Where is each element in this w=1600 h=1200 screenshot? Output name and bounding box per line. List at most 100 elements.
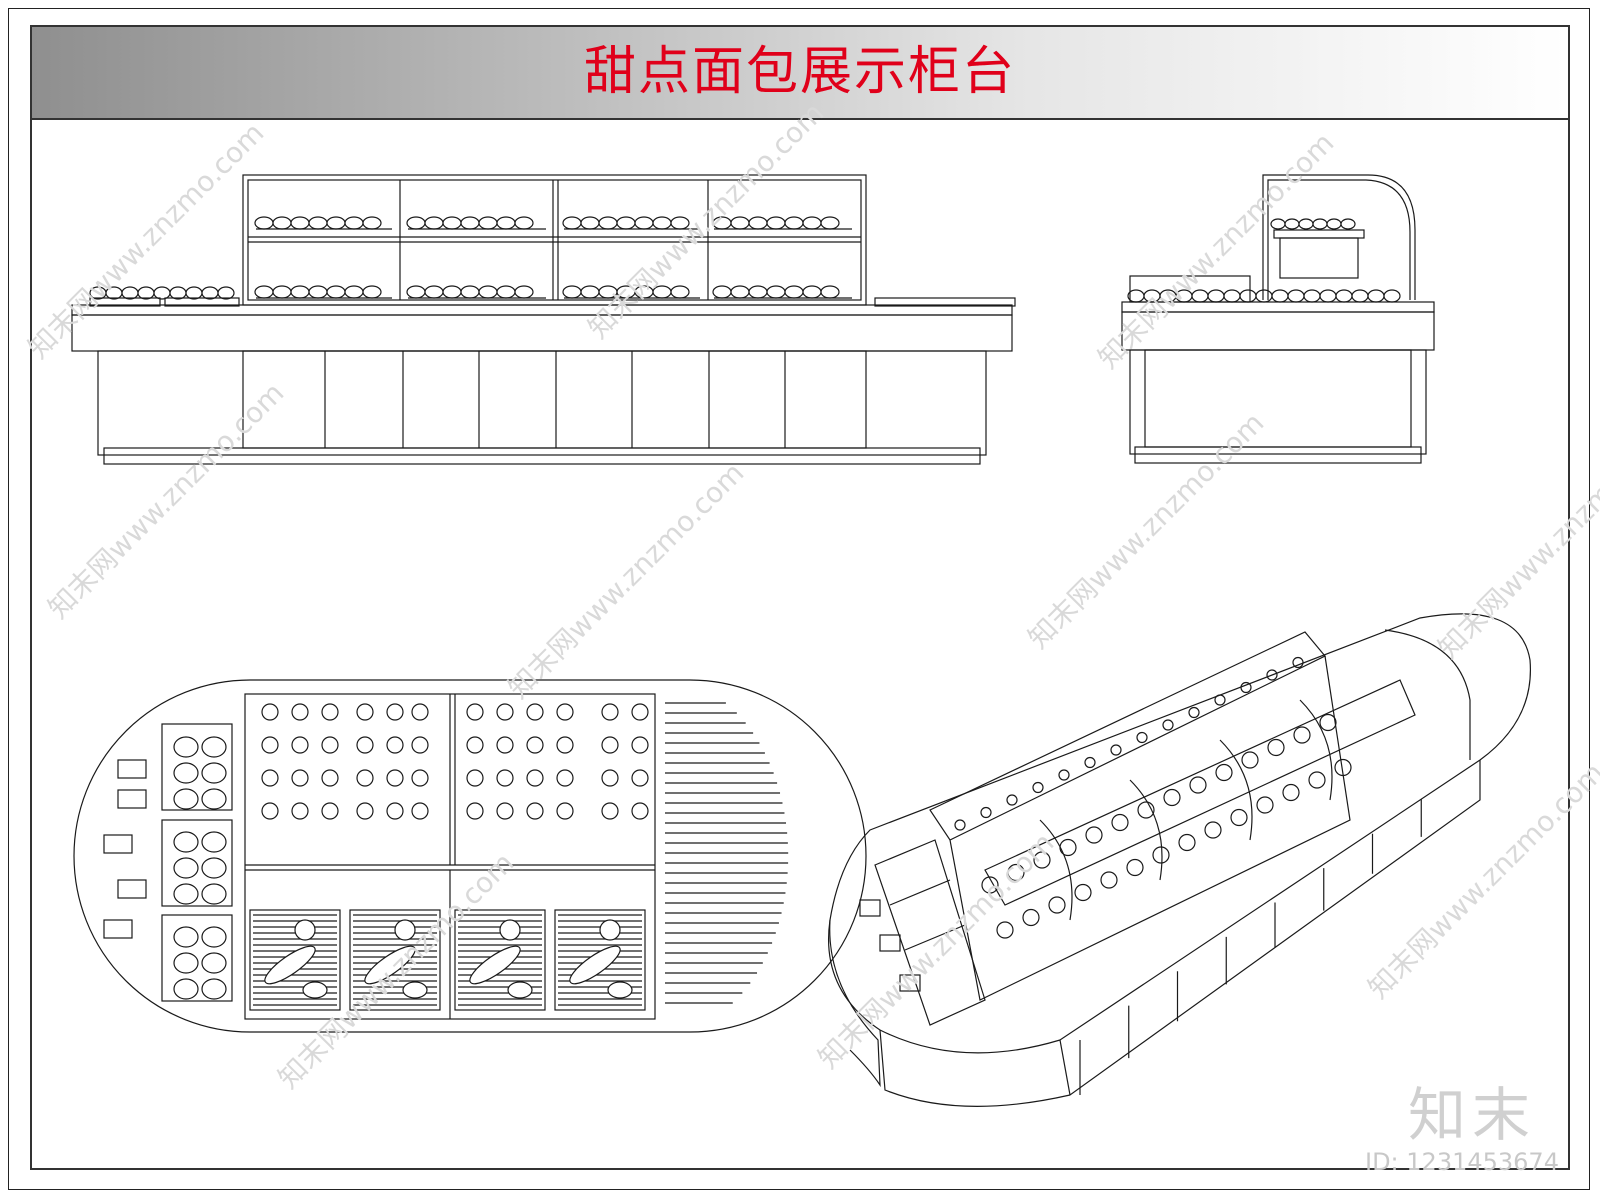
- bun-shape: [185, 286, 203, 300]
- bun-shape: [272, 216, 292, 230]
- plan-view: [73, 679, 867, 1033]
- pastry-dot: [1136, 731, 1148, 744]
- pastry-dot: [1162, 719, 1174, 731]
- pastry-circle: [356, 703, 374, 721]
- cake-box: [899, 974, 921, 992]
- pastry-circle: [526, 736, 544, 754]
- pastry-shape: [1267, 738, 1285, 757]
- bun-shape: [406, 285, 426, 299]
- bun-shape: [406, 216, 426, 230]
- watermark-text: 知末网www.znzmo.com: [42, 376, 291, 625]
- cake-box: [117, 879, 147, 899]
- bun-shape: [362, 285, 382, 299]
- bun-shape: [1351, 289, 1369, 303]
- pastry-shape: [1059, 838, 1077, 857]
- bread-roll: [173, 788, 199, 810]
- bun-shape: [201, 286, 219, 300]
- bun-shape: [499, 919, 521, 941]
- bun-shape: [1335, 289, 1353, 303]
- bun-shape: [580, 216, 600, 230]
- bun-shape: [1239, 289, 1257, 303]
- bread-roll: [201, 883, 227, 905]
- pastry-shape: [1178, 833, 1196, 852]
- plan-slat-shelf: [665, 702, 789, 1004]
- pastry-shape: [1230, 808, 1248, 827]
- pastry-circle: [356, 802, 374, 820]
- pastry-circle: [411, 703, 429, 721]
- watermark-id: ID: 1231453674: [1365, 1148, 1559, 1176]
- bread-roll: [173, 736, 199, 758]
- bun-shape: [308, 285, 328, 299]
- bread-roll: [201, 857, 227, 879]
- pastry-shape: [1152, 846, 1170, 864]
- pastry-shape: [1319, 713, 1337, 732]
- bun-shape: [599, 919, 621, 941]
- bun-shape: [394, 919, 416, 941]
- pastry-circle: [556, 769, 574, 787]
- bread-roll: [173, 926, 199, 948]
- bun-shape: [478, 285, 498, 299]
- front-elevation: [71, 174, 1016, 465]
- bun-shape: [670, 216, 690, 230]
- bread-roll: [201, 978, 227, 1000]
- bun-shape: [1340, 218, 1356, 230]
- pastry-dot: [1188, 706, 1200, 719]
- pastry-shape: [1282, 783, 1300, 802]
- pastry-dot: [1006, 794, 1018, 806]
- bun-shape: [424, 285, 444, 299]
- pastry-shape: [1241, 751, 1259, 769]
- bun-shape: [290, 216, 310, 230]
- pastry-shape: [1100, 871, 1118, 889]
- bun-shape: [1383, 289, 1401, 303]
- bread-roll: [201, 831, 227, 853]
- bun-shape: [820, 216, 840, 230]
- watermark-text: 知末网www.znzmo.com: [502, 456, 751, 705]
- pastry-circle: [496, 769, 514, 787]
- bun-shape: [1326, 218, 1342, 230]
- pastry-circle: [321, 736, 339, 754]
- pastry-shape: [1085, 826, 1103, 844]
- bun-shape: [1303, 289, 1321, 303]
- bun-shape: [121, 286, 139, 300]
- bun-shape: [652, 216, 672, 230]
- bun-shape: [766, 285, 786, 299]
- pastry-shape: [1074, 883, 1092, 902]
- pastry-circle: [466, 769, 484, 787]
- bun-shape: [308, 216, 328, 230]
- bun-shape: [507, 981, 533, 999]
- pastry-circle: [466, 703, 484, 721]
- pastry-shape: [1204, 821, 1222, 839]
- bread-roll: [201, 952, 227, 974]
- pastry-circle: [321, 703, 339, 721]
- watermark-text: 知末网www.znzmo.com: [1362, 756, 1600, 1005]
- pastry-shape: [1215, 763, 1233, 782]
- bread-tray: [554, 909, 646, 1011]
- plan-bread-trays: [249, 909, 646, 1011]
- baguette: [264, 945, 316, 985]
- bun-shape: [442, 285, 462, 299]
- bun-shape: [607, 981, 633, 999]
- pastry-circle: [386, 802, 404, 820]
- pastry-circle: [386, 769, 404, 787]
- pastry-shape: [1048, 896, 1066, 914]
- bun-shape: [1255, 289, 1273, 303]
- bun-shape: [562, 216, 582, 230]
- bun-shape: [460, 285, 480, 299]
- bun-shape: [598, 216, 618, 230]
- pastry-shape: [1293, 726, 1311, 744]
- bun-shape: [254, 216, 274, 230]
- pastry-circle: [631, 736, 649, 754]
- bun-shape: [362, 216, 382, 230]
- sheet-title: 甜点面包展示柜台: [583, 42, 1016, 102]
- pastry-circle: [291, 802, 309, 820]
- bun-shape: [802, 216, 822, 230]
- pastry-circle: [411, 736, 429, 754]
- bun-shape: [217, 286, 235, 300]
- pastry-circle: [356, 736, 374, 754]
- pastry-circle: [466, 802, 484, 820]
- pastry-circle: [601, 703, 619, 721]
- pastry-circle: [526, 703, 544, 721]
- pastry-dot: [954, 819, 966, 831]
